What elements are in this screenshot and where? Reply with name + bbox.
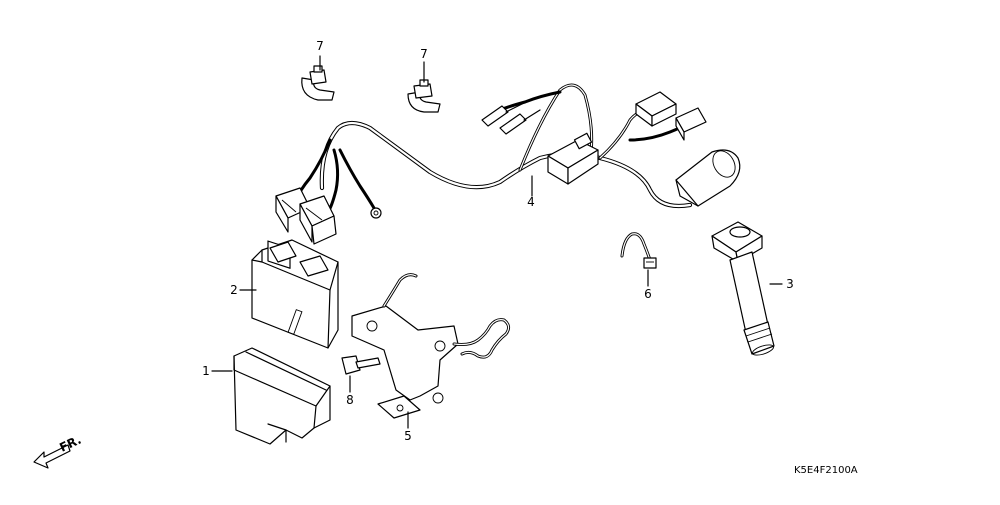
part-4-wire-harness xyxy=(275,83,741,245)
part-7-clamp-left xyxy=(301,55,335,101)
callout-6: 6 xyxy=(644,287,652,301)
callout-1: 1 xyxy=(202,364,210,378)
callout-3: 3 xyxy=(786,277,794,291)
part-3-ignition-coil xyxy=(711,221,775,356)
drawing-code: K5E4F2100A xyxy=(794,465,858,476)
part-8-bolt xyxy=(341,355,381,375)
callout-8: 8 xyxy=(346,393,354,407)
callout-2: 2 xyxy=(230,283,238,297)
part-2-ignition-control-module xyxy=(251,239,339,349)
callout-5: 5 xyxy=(404,429,412,443)
part-7-clamp-right xyxy=(407,61,441,113)
part-5-bracket xyxy=(351,273,511,419)
callout-7-left: 7 xyxy=(316,39,324,53)
callout-7-right: 7 xyxy=(420,47,428,61)
part-6-sub-harness xyxy=(620,232,657,269)
callout-4: 4 xyxy=(527,195,535,209)
part-1-rubber-mount xyxy=(233,347,331,445)
front-direction-arrow-icon xyxy=(33,444,71,469)
